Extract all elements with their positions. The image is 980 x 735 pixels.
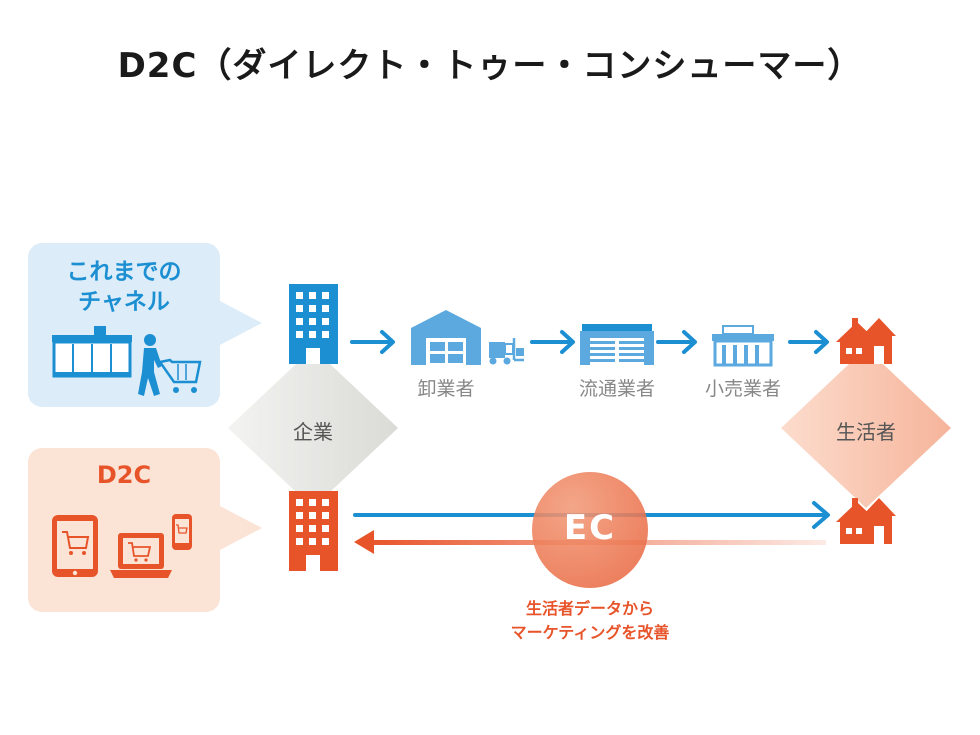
laptop-cart-icon (110, 533, 172, 578)
page-title: D2C（ダイレクト・トゥー・コンシューマー） (117, 46, 863, 86)
consumer-label: 生活者 (836, 420, 896, 444)
forklift-icon (489, 338, 524, 365)
retailer-label: 小売業者 (704, 378, 781, 400)
factory-icon (580, 324, 654, 365)
d2c-bubble-tail (218, 505, 262, 551)
tablet-cart-icon (52, 515, 98, 577)
houses-icon (836, 318, 896, 364)
company-diamond (228, 348, 398, 508)
traditional-channel-bubble: これまでの チャネル (28, 243, 220, 407)
consumer-diamond (781, 348, 951, 508)
shopper-with-cart-icon (138, 334, 202, 396)
convenience-store-icon (52, 326, 132, 378)
traditional-channel-label: これまでの チャネル (66, 259, 182, 315)
ec-circle (532, 472, 648, 588)
building-icon (289, 284, 338, 364)
chain-arrows (350, 330, 829, 354)
wholesaler-label: 卸業者 (417, 378, 475, 400)
ec-label: EC (563, 508, 617, 548)
smartphone-cart-icon (172, 514, 192, 550)
d2c-channel-label: D2C (96, 461, 152, 489)
company-label: 企業 (293, 420, 333, 444)
ec-caption: 生活者データから マーケティングを改善 (510, 599, 670, 642)
traditional-bubble-tail (218, 300, 262, 346)
houses-icon (836, 498, 896, 544)
distributor-label: 流通業者 (578, 378, 655, 400)
building-icon (289, 491, 338, 571)
warehouse-icon (411, 310, 481, 365)
store-icon (712, 325, 774, 367)
